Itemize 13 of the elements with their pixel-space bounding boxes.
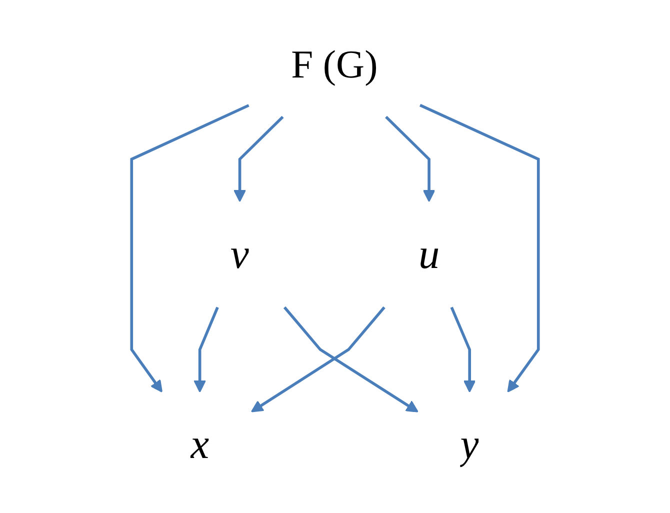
- arrow: [130, 104, 250, 392]
- arrow: [194, 306, 219, 392]
- arrow: [250, 306, 386, 412]
- arrow: [450, 306, 476, 392]
- arrow: [385, 116, 436, 202]
- node-text: u: [418, 231, 440, 278]
- arrow: [234, 116, 284, 202]
- node-text: y: [460, 422, 479, 468]
- node-text: F (G): [291, 43, 378, 88]
- node-text: x: [190, 422, 210, 468]
- node-text: v: [230, 231, 250, 278]
- arrow: [283, 306, 418, 412]
- arrow: [419, 104, 540, 392]
